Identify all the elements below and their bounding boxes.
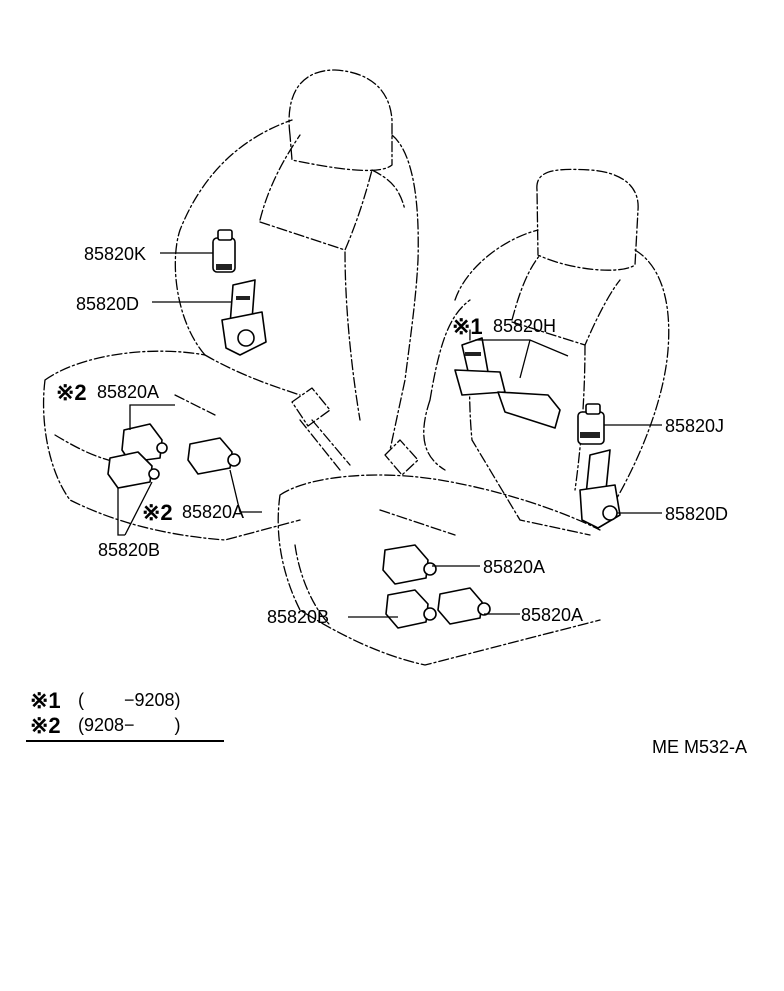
legend: ※1 ( −9208) ※2 (9208− ) xyxy=(26,688,224,742)
label-85820d-left: 85820D xyxy=(76,294,139,314)
motor-85820b-left xyxy=(107,451,160,489)
motor-85820d-left xyxy=(221,279,267,356)
label-85820k: 85820K xyxy=(84,244,146,264)
legend-text-2: (9208− ) xyxy=(78,715,181,735)
legend-mark-2: ※2 xyxy=(30,713,61,738)
motor-85820a-right-bottom xyxy=(437,587,491,625)
motor-85820a-left-bottom xyxy=(187,437,241,475)
label-85820b-right: 85820B xyxy=(267,607,329,627)
mark-2-left-top: ※2 xyxy=(56,380,87,405)
label-85820d-right: 85820D xyxy=(665,504,728,524)
label-85820b-left: 85820B xyxy=(98,540,160,560)
legend-text-1: ( −9208) xyxy=(78,690,181,710)
label-85820a-left-bottom: 85820A xyxy=(182,502,244,522)
label-85820h: 85820H xyxy=(493,316,556,336)
mark-1-right: ※1 xyxy=(452,314,483,339)
label-85820a-right-bottom: 85820A xyxy=(521,605,583,625)
label-85820j: 85820J xyxy=(665,416,724,436)
label-85820a-right-top: 85820A xyxy=(483,557,545,577)
label-85820a-left-top: 85820A xyxy=(97,382,159,402)
motor-85820b-right xyxy=(385,589,437,629)
figure-code: ME M532-A xyxy=(652,737,747,757)
motor-85820j-right xyxy=(577,403,605,445)
mark-2-left-bottom: ※2 xyxy=(142,500,173,525)
motor-85820d-right xyxy=(579,449,621,529)
motor-85820a-right-top xyxy=(382,544,437,585)
left-seat-outline xyxy=(42,69,419,541)
legend-mark-1: ※1 xyxy=(30,688,61,713)
motor-85820k-left xyxy=(212,229,236,273)
leader-lines xyxy=(117,252,662,618)
right-seat-outline xyxy=(277,168,670,666)
motor-85820h-right xyxy=(454,337,561,429)
